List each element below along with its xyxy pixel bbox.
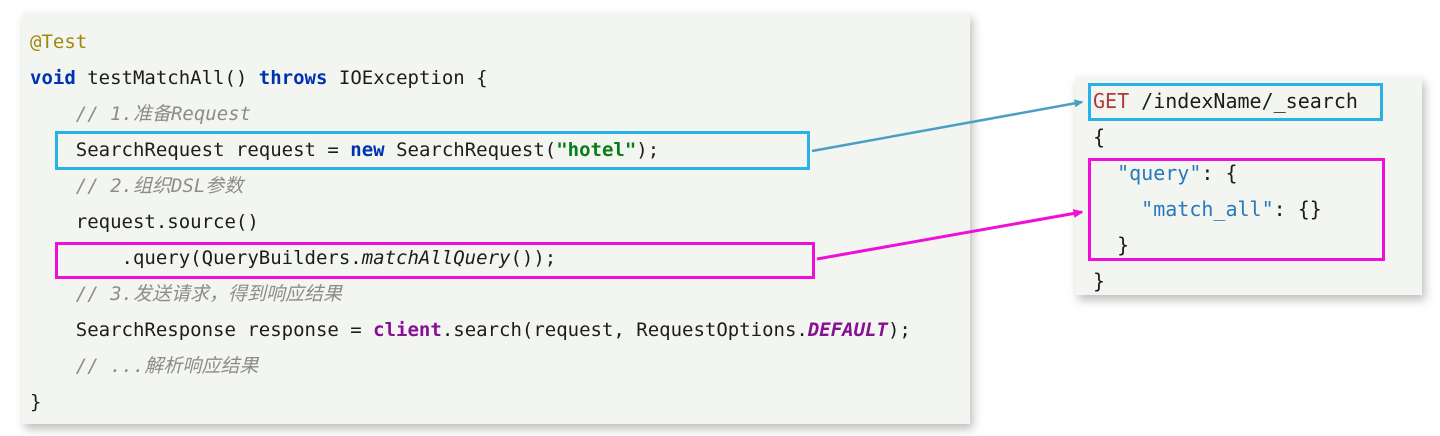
code-line: // 2.组织DSL参数 [30, 168, 970, 204]
code-line: // 3.发送请求，得到响应结果 [30, 276, 970, 312]
code-token-plain [30, 355, 76, 377]
code-token-plain: SearchRequest( [384, 139, 557, 161]
code-token-plain: } [30, 391, 42, 413]
code-token-plain: ); [636, 139, 660, 161]
code-token-keyword: throws [258, 67, 328, 89]
code-line: { [1093, 119, 1422, 155]
code-token-plain: .query(QueryBuilders. [30, 247, 362, 269]
code-token-plain [30, 103, 76, 125]
code-token-plain: .search(request, RequestOptions. [441, 319, 808, 341]
code-line: } [30, 384, 970, 420]
code-token-plain [1093, 161, 1117, 185]
code-token-comment: // 3.发送请求，得到响应结果 [75, 283, 342, 305]
code-token-static-method: matchAllQuery [361, 247, 511, 269]
code-token-keyword: void [30, 67, 76, 89]
code-token-plain [30, 175, 76, 197]
code-line: .query(QueryBuilders.matchAllQuery()); [30, 240, 970, 276]
code-token-plain: ()); [510, 247, 557, 269]
code-token-comment: // 2.组织DSL参数 [75, 175, 244, 197]
code-token-plain: : {} [1273, 197, 1322, 221]
code-token-comment: // ...解析响应结果 [75, 355, 259, 377]
code-token-plain [30, 283, 76, 305]
code-token-json-key: "query" [1117, 161, 1202, 185]
code-token-plain: } [1093, 233, 1130, 257]
code-line: // 1.准备Request [30, 96, 970, 132]
code-token-plain: : { [1201, 161, 1238, 185]
code-token-plain: testMatchAll() [75, 67, 259, 89]
code-token-plain: IOException { [327, 67, 488, 89]
code-token-constant: DEFAULT [807, 319, 888, 341]
code-token-plain: SearchResponse response = [30, 319, 374, 341]
code-token-plain: ); [887, 319, 911, 341]
code-line: SearchResponse response = client.search(… [30, 312, 970, 348]
java-code-panel: @Test void testMatchAll() throws IOExcept… [22, 13, 970, 424]
code-line: } [1093, 227, 1422, 263]
code-token-comment: // 1.准备Request [75, 103, 252, 125]
code-token-plain: request.source() [30, 211, 259, 233]
code-token-plain: /indexName/_search [1129, 89, 1358, 113]
code-line: @Test [30, 24, 970, 60]
dsl-code-lines: GET /indexName/_search { "query": { "matc… [1093, 83, 1422, 299]
code-token-http-method: GET [1093, 89, 1130, 113]
java-code-lines: @Test void testMatchAll() throws IOExcept… [30, 24, 970, 420]
code-line: SearchRequest request = new SearchReques… [30, 132, 970, 168]
code-token-json-key: "match_all" [1141, 197, 1274, 221]
code-token-annotation: @Test [30, 31, 88, 53]
code-token-plain [1093, 197, 1141, 221]
code-token-keyword: new [350, 139, 385, 161]
code-token-field: client [373, 319, 442, 341]
code-token-plain: SearchRequest request = [30, 139, 351, 161]
code-token-plain: { [1093, 125, 1106, 149]
code-line: // ...解析响应结果 [30, 348, 970, 384]
code-line: "match_all": {} [1093, 191, 1422, 227]
code-line: GET /indexName/_search [1093, 83, 1422, 119]
code-line: } [1093, 263, 1422, 299]
code-line: "query": { [1093, 155, 1422, 191]
dsl-request-panel: GET /indexName/_search { "query": { "matc… [1075, 77, 1422, 295]
code-line: void testMatchAll() throws IOException { [30, 60, 970, 96]
code-token-plain: } [1093, 269, 1106, 293]
code-line: request.source() [30, 204, 970, 240]
code-token-string: "hotel" [556, 139, 637, 161]
